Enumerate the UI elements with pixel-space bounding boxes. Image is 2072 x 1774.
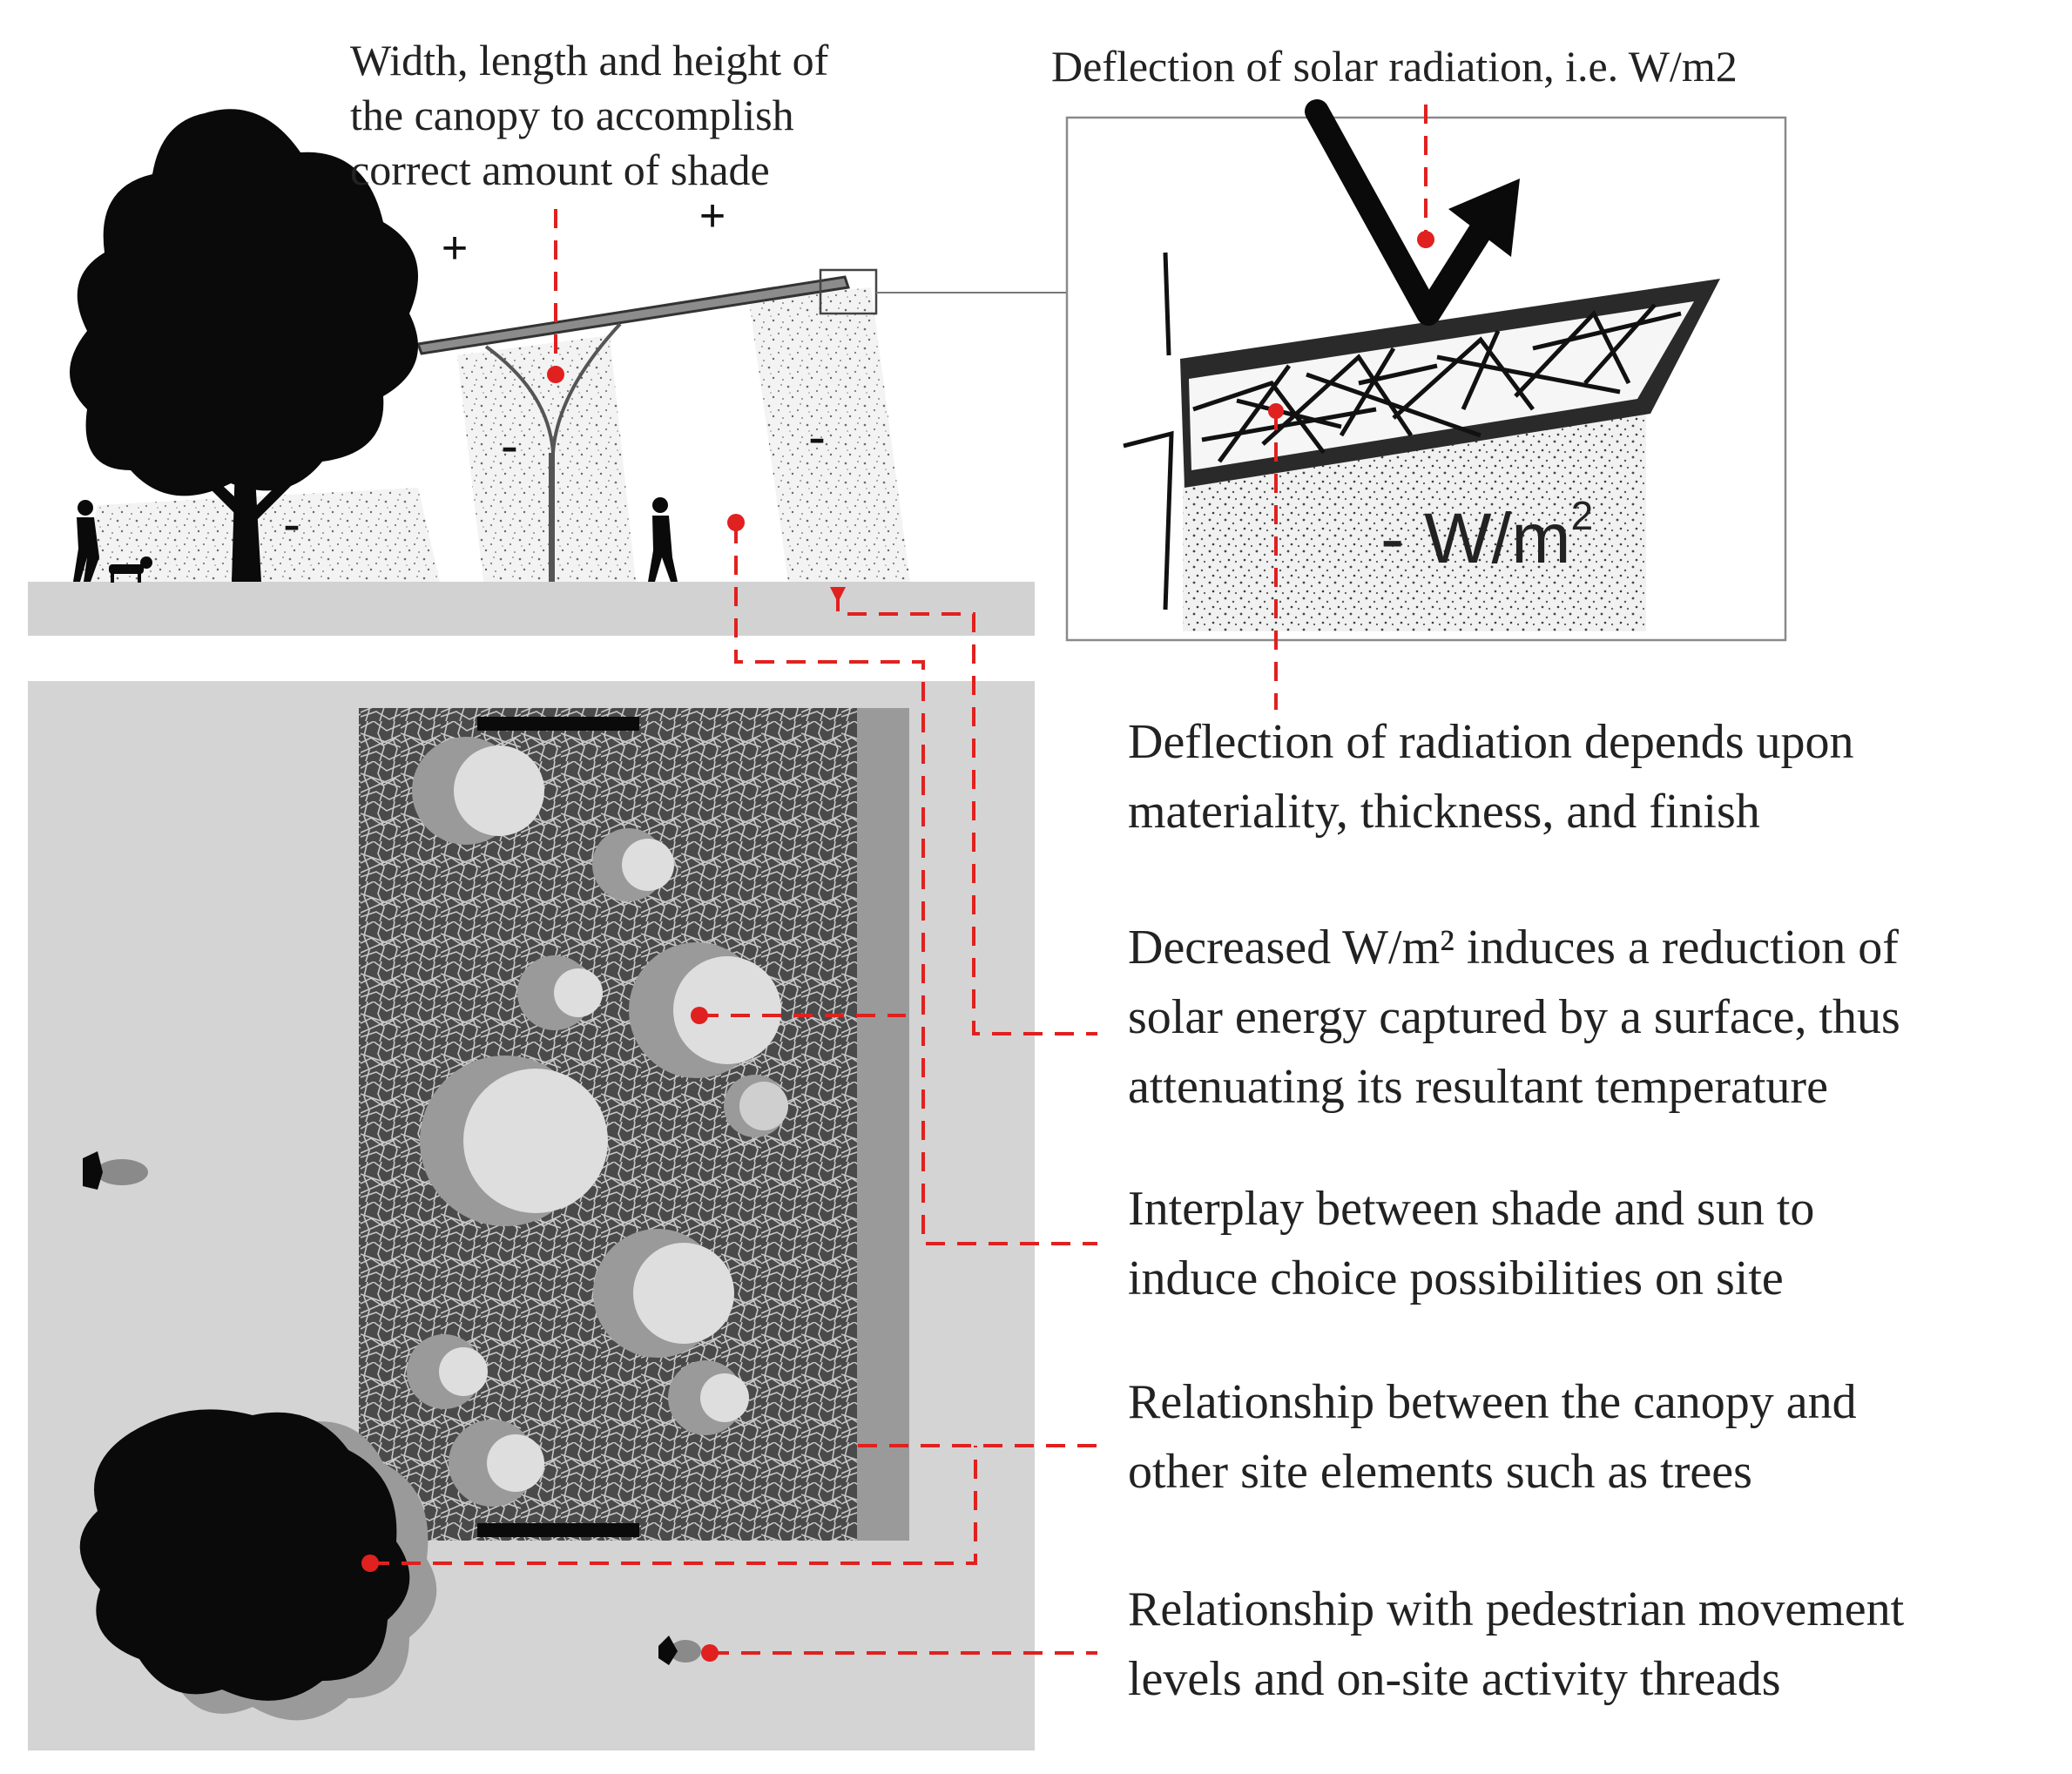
leader-dot (1268, 403, 1284, 419)
canopy-end-bar (477, 717, 639, 731)
canopy-end-bar (477, 1523, 639, 1537)
opening (420, 1056, 608, 1226)
label-line: levels and on-site activity threads (1128, 1652, 1781, 1706)
pedestrian-icon (648, 497, 678, 582)
opening (668, 1360, 749, 1435)
sun-ray-arrow-icon (1305, 99, 1441, 326)
leader-dots (361, 231, 1434, 1662)
dog-icon (109, 556, 152, 583)
canopy-openings (407, 737, 788, 1507)
label-line: materiality, thickness, and finish (1128, 785, 1760, 839)
label-line: attenuating its resultant temperature (1128, 1060, 1828, 1114)
leader-site-elements (370, 1444, 1097, 1565)
label-line: Interplay between shade and sun to (1128, 1182, 1815, 1236)
label-line: Relationship with pedestrian movement (1128, 1582, 1905, 1636)
tree-canopy-plan-icon (79, 1409, 437, 1721)
opening (593, 1229, 734, 1358)
leader-dot (1417, 231, 1434, 248)
label-line: other site elements such as trees (1128, 1445, 1752, 1499)
label-line: solar energy captured by a surface, thus (1128, 990, 1900, 1044)
flux-exponent: 2 (1570, 493, 1594, 538)
canopy-shade-center (457, 335, 636, 582)
flux-prefix: - W/m (1380, 499, 1571, 578)
leader-dot (361, 1555, 379, 1572)
leader-shade-sun (734, 524, 1097, 1245)
label-decreased-wm2: Decreased W/m² induces a reduction of so… (1128, 913, 1900, 1122)
plus-sign: + (699, 191, 726, 241)
tree-shade (80, 488, 440, 582)
wall-edge (1123, 252, 1174, 610)
minus-sign: - (501, 416, 518, 475)
plan-view (28, 681, 1035, 1750)
panel-mesh (1192, 303, 1682, 463)
opening (412, 737, 544, 845)
label-site-elements: Relationship between the canopy and othe… (1128, 1367, 1857, 1507)
ground-strip (28, 582, 1035, 636)
leader-dot (701, 1644, 719, 1662)
leader-dot (727, 514, 745, 531)
leader-dot (691, 1007, 708, 1024)
reflected-arrow-icon (1418, 179, 1520, 320)
plus-sign: + (442, 223, 468, 273)
label-line: Deflection of radiation depends upon (1128, 715, 1854, 769)
leader-lines (370, 105, 1427, 1655)
pedestrian-icon (658, 1636, 701, 1665)
opening (592, 828, 674, 901)
pedestrian-icon (83, 1151, 148, 1190)
minus-sign: - (808, 408, 826, 466)
label-line: Deflection of solar radiation, i.e. W/m2 (1051, 42, 1738, 91)
opening (449, 1420, 544, 1507)
leader-decreased-wm2 (836, 592, 1097, 1035)
canopy-shade-right (749, 287, 910, 582)
label-line: induce choice possibilities on site (1128, 1251, 1784, 1305)
opening (407, 1334, 488, 1409)
leader-dot (547, 366, 564, 383)
label-shade-sun: Interplay between shade and sun to induc… (1128, 1174, 1814, 1313)
label-line: Decreased W/m² induces a reduction of (1128, 921, 1899, 975)
label-pedestrian: Relationship with pedestrian movement le… (1128, 1575, 1904, 1714)
label-line: the canopy to accomplish (350, 91, 794, 139)
tree-icon (70, 109, 418, 582)
opening (517, 955, 603, 1030)
label-line: Width, length and height of (350, 36, 829, 84)
canopy-side-strip (857, 708, 909, 1541)
minus-sign: - (283, 495, 300, 553)
label-solar-deflection: Deflection of solar radiation, i.e. W/m2 (1051, 39, 1738, 94)
label-line: Relationship between the canopy and (1128, 1375, 1857, 1429)
label-canopy-dimensions: Width, length and height of the canopy t… (350, 33, 828, 198)
flux-label: - W/m2 (1380, 492, 1593, 580)
canopy-column (484, 322, 622, 582)
pedestrian-icon (73, 500, 99, 582)
canopy-elevation (415, 275, 850, 355)
label-line: correct amount of shade (350, 145, 770, 194)
opening (724, 1075, 788, 1137)
leader-arrow (830, 587, 846, 603)
label-material-deflection: Deflection of radiation depends upon mat… (1128, 707, 1854, 847)
elevation-view (28, 109, 1067, 636)
